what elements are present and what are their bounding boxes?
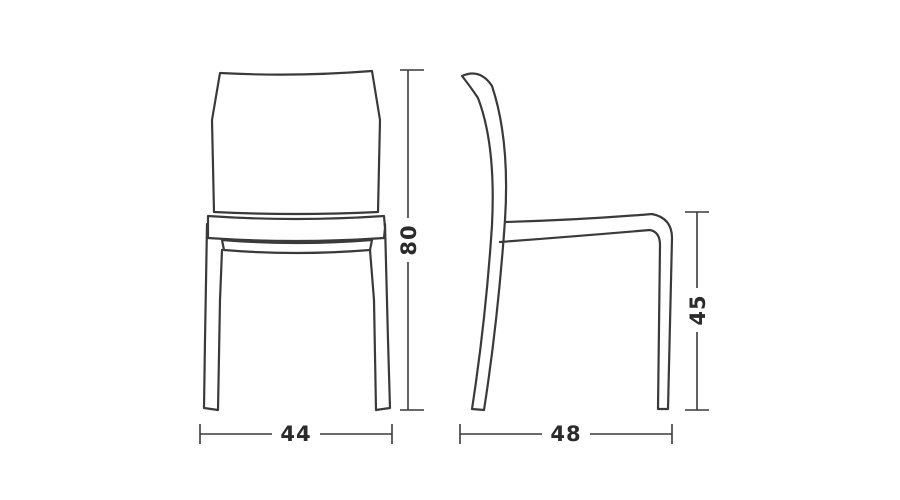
label-height-80: 80 bbox=[397, 224, 421, 255]
side-backrest-and-rear-leg bbox=[460, 72, 508, 412]
chair-side-view bbox=[460, 72, 674, 412]
dimension-depth-48: 48 bbox=[459, 422, 673, 446]
side-seat bbox=[498, 212, 674, 411]
chair-front-view bbox=[202, 69, 392, 412]
front-right-leg bbox=[368, 222, 392, 412]
label-width-44: 44 bbox=[280, 422, 311, 446]
label-seat-height-45: 45 bbox=[686, 294, 710, 325]
dimension-seat-height-45: 45 bbox=[685, 211, 711, 411]
front-seat-outline bbox=[206, 214, 387, 243]
dimension-width-44: 44 bbox=[199, 422, 393, 446]
front-seat-lip bbox=[220, 238, 374, 255]
label-depth-48: 48 bbox=[550, 422, 581, 446]
dimension-height-80: 80 bbox=[396, 69, 424, 411]
front-backrest-outline bbox=[210, 69, 382, 216]
front-left-leg bbox=[202, 222, 224, 412]
